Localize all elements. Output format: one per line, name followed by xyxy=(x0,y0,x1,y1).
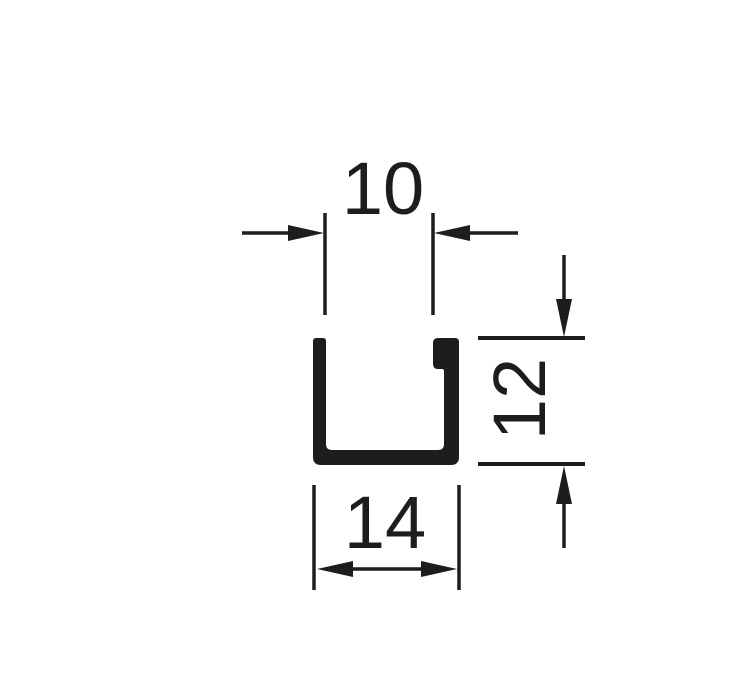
dimension-bottom-width: 14 xyxy=(312,481,461,590)
dimension-top-width-label: 10 xyxy=(342,147,424,230)
arrowhead-down-icon xyxy=(556,299,572,337)
arrowhead-left-icon xyxy=(317,561,353,577)
arrowhead-up-icon xyxy=(556,466,572,504)
dimension-height-label: 12 xyxy=(478,358,561,440)
arrowhead-left-icon xyxy=(434,225,470,241)
dimension-top-width: 10 xyxy=(242,147,518,315)
arrowhead-right-icon xyxy=(421,561,457,577)
arrowhead-right-icon xyxy=(288,225,324,241)
channel-profile-shape xyxy=(313,338,459,465)
dimension-bottom-width-label: 14 xyxy=(344,481,426,564)
dimension-height: 12 xyxy=(478,255,585,548)
